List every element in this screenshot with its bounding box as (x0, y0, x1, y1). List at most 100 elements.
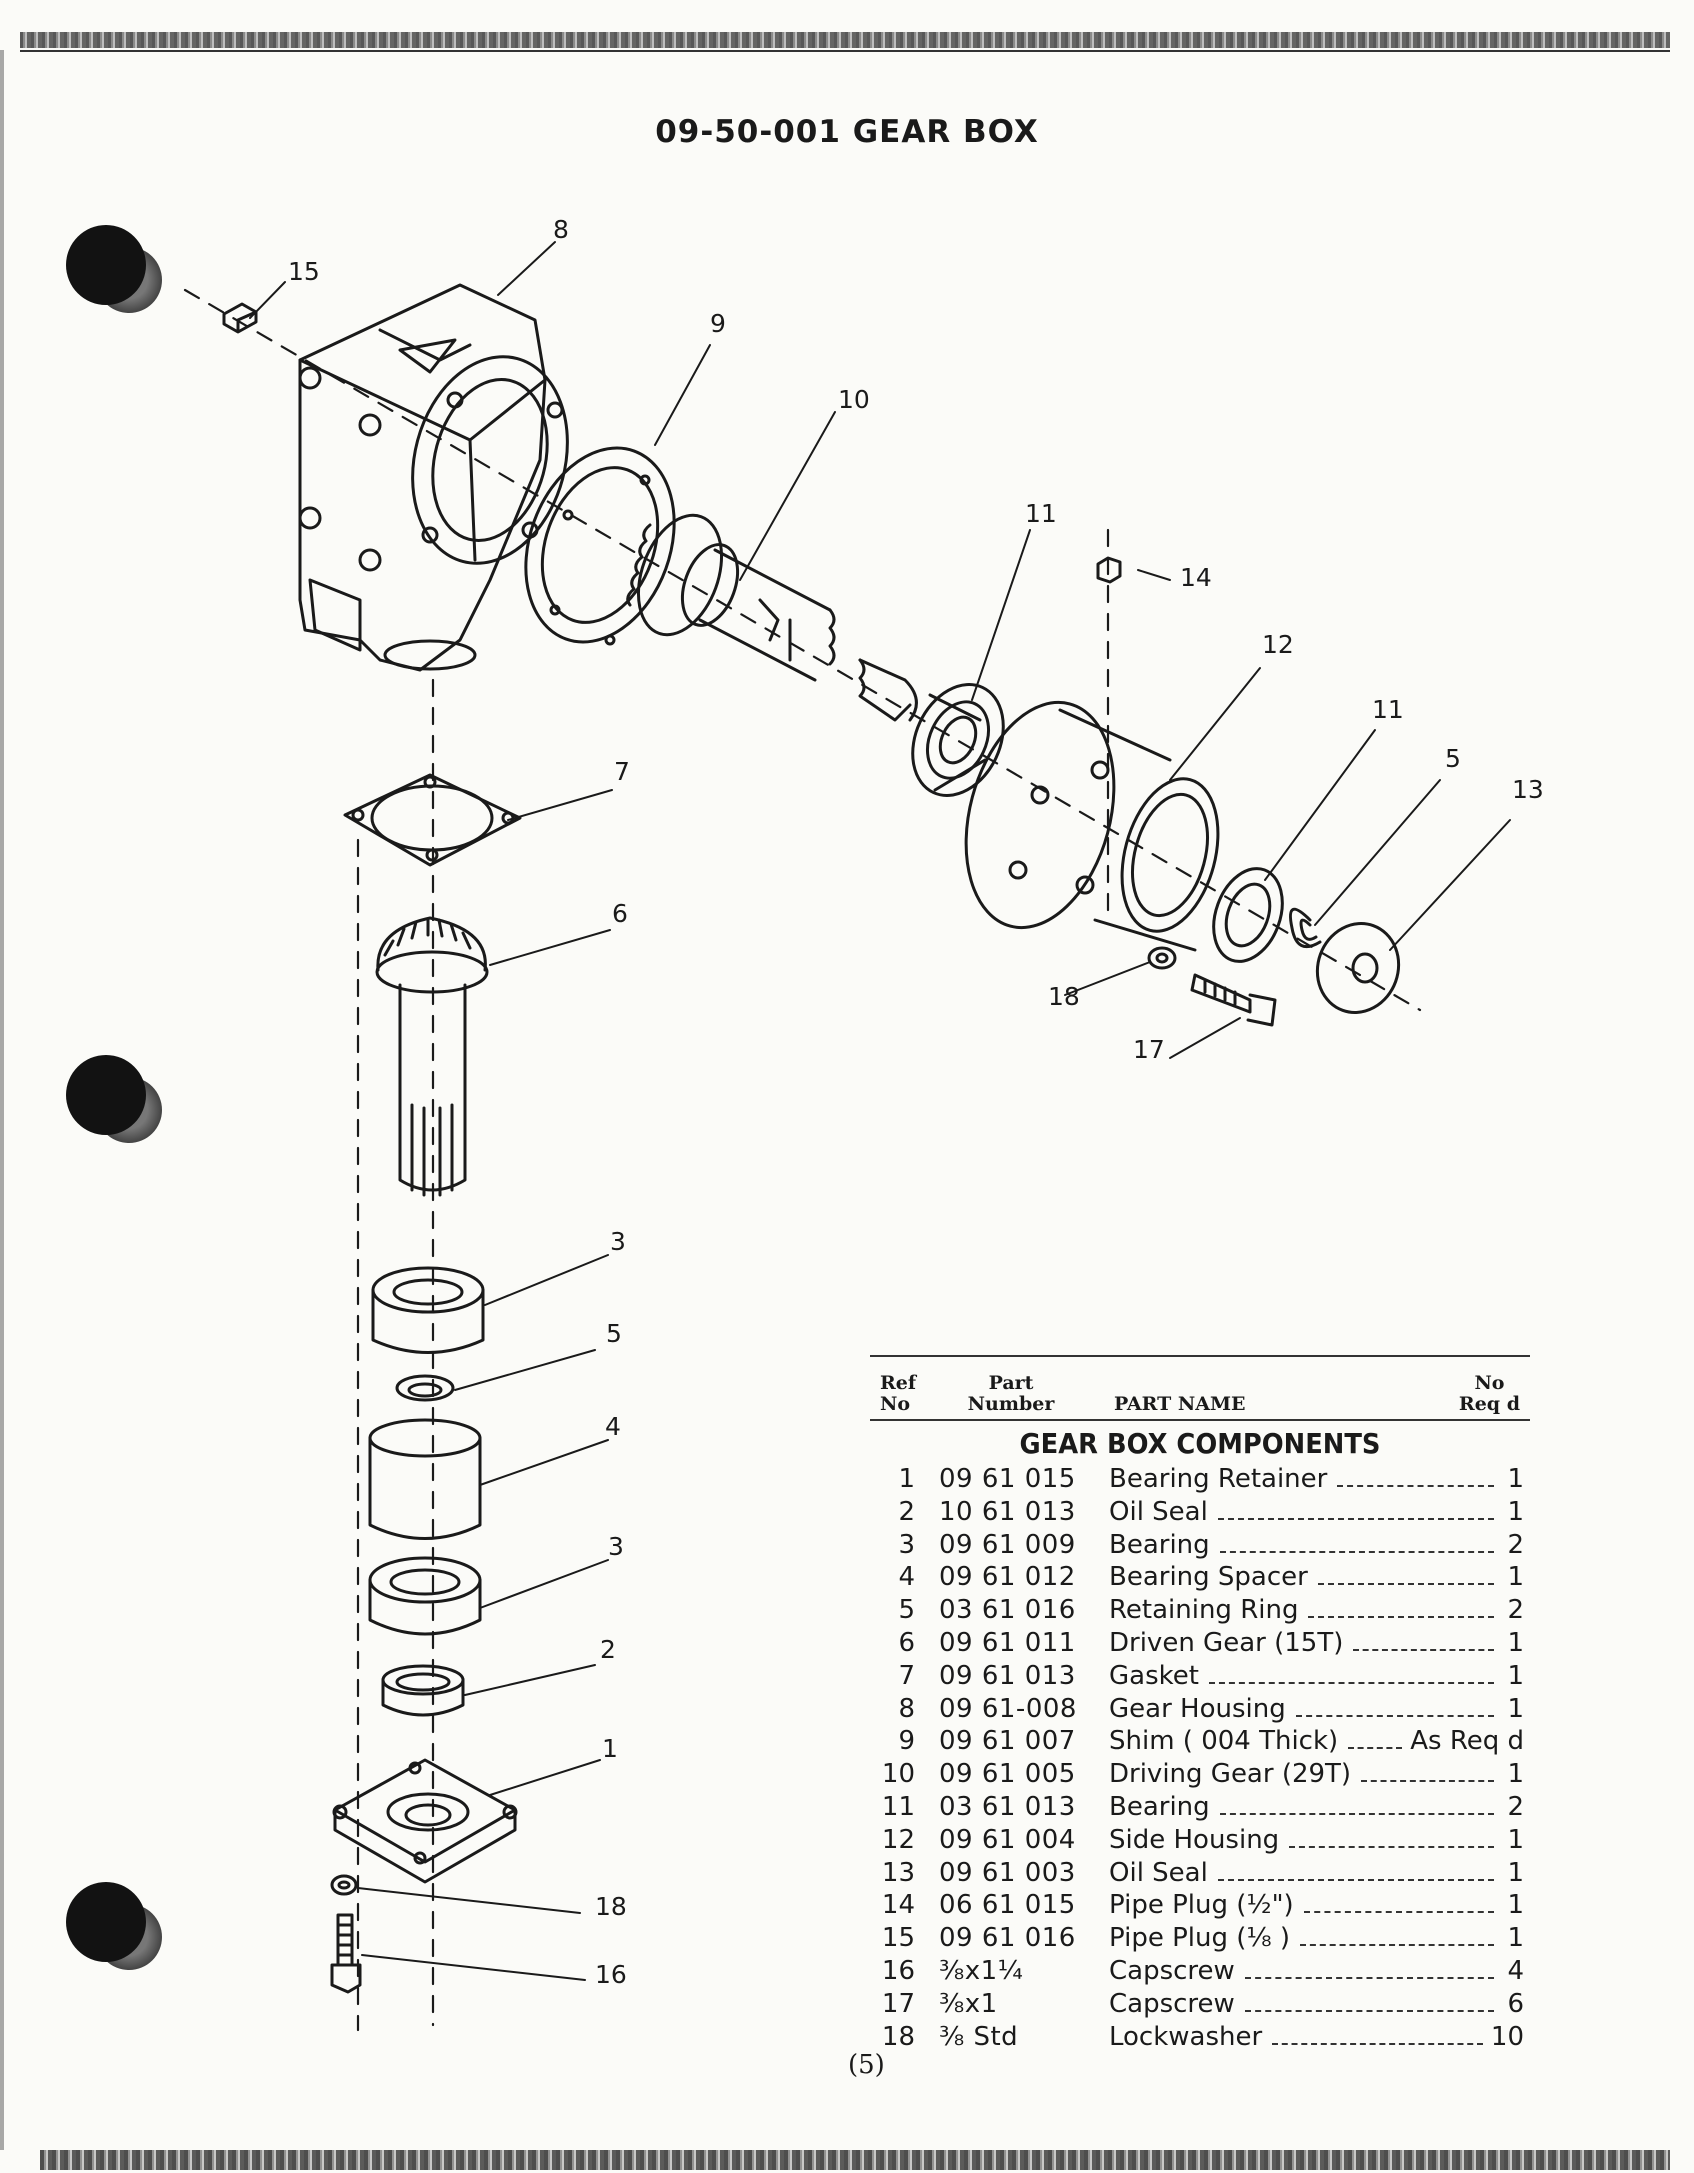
part-number: 09 61 016 (939, 1923, 1076, 1954)
part-name-cell: Capscrew (1109, 1989, 1502, 2019)
callout-4: 4 (605, 1412, 621, 1441)
part-name: Capscrew (1109, 1988, 1235, 2019)
part-name-cell: Driving Gear (29T) (1109, 1759, 1502, 1789)
oil-seal-13 (1315, 922, 1401, 1014)
ref-number: 7 (898, 1660, 915, 1691)
scan-edge-line (20, 50, 1670, 52)
part-name-cell: Oil Seal (1109, 1858, 1502, 1888)
leader-dashes (1272, 2042, 1483, 2045)
part-name-cell: Side Housing (1109, 1825, 1502, 1855)
driven-gear-6 (375, 916, 489, 1197)
retaining-ring-5a (1289, 907, 1322, 949)
quantity: 1 (1507, 1562, 1524, 1593)
callout-15: 15 (288, 257, 320, 286)
leader-dashes (1244, 1976, 1494, 1979)
ref-number: 16 (881, 1955, 915, 1986)
ref-number: 6 (898, 1627, 915, 1658)
lockwasher-18b (330, 1874, 358, 1896)
driving-gear-10 (626, 513, 918, 722)
retaining-ring-5b (395, 1374, 455, 1402)
header-part-name: PART NAME (1114, 1393, 1246, 1415)
capscrew-17 (1190, 973, 1277, 1027)
part-number: 09 61 003 (939, 1857, 1076, 1888)
part-number: 09 61 007 (939, 1726, 1076, 1757)
bearing-11a (911, 683, 1005, 797)
part-name-cell: Gear Housing (1109, 1694, 1502, 1724)
callout-7: 7 (614, 757, 630, 786)
part-number: ⅜x1 (939, 1988, 998, 2019)
callout-3-lower: 3 (608, 1532, 624, 1561)
scan-edge-left (0, 50, 4, 2150)
part-name: Bearing Spacer (1109, 1562, 1308, 1593)
part-name-cell: Retaining Ring (1109, 1595, 1502, 1625)
ref-number: 9 (898, 1726, 915, 1757)
part-name-cell: Driven Gear (15T) (1109, 1628, 1502, 1658)
table-top-rule (870, 1355, 1530, 1357)
quantity: 2 (1507, 1595, 1524, 1626)
part-name-cell: Gasket (1109, 1661, 1502, 1691)
bearing-3a (371, 1266, 485, 1354)
part-number: 09 61 009 (939, 1529, 1076, 1560)
table-row: 9 09 61 007 Shim ( 004 Thick) As Req d (870, 1726, 1530, 1759)
part-number: 09 61 005 (939, 1759, 1076, 1790)
part-name: Shim ( 004 Thick) (1109, 1726, 1339, 1757)
part-name-cell: Bearing (1109, 1530, 1502, 1560)
part-number: 03 61 013 (939, 1791, 1076, 1822)
callout-5-lower: 5 (606, 1319, 622, 1348)
scan-edge-bottom (40, 2150, 1670, 2170)
quantity: 1 (1507, 1923, 1524, 1954)
callout-16: 16 (595, 1960, 627, 1989)
quantity: 6 (1507, 1988, 1524, 2019)
ref-number: 3 (898, 1529, 915, 1560)
part-name: Bearing Retainer (1109, 1464, 1328, 1494)
callout-11-lower: 11 (1372, 695, 1404, 724)
ref-number: 11 (881, 1791, 915, 1822)
quantity: As Req d (1410, 1726, 1524, 1757)
bearing-spacer-4 (368, 1418, 482, 1540)
quantity: 1 (1507, 1857, 1524, 1888)
part-name: Bearing (1109, 1791, 1210, 1822)
quantity: 1 (1507, 1693, 1524, 1724)
shim-9 (524, 446, 676, 646)
leader-dashes (1217, 1517, 1494, 1520)
leader-dashes (1348, 1747, 1403, 1750)
leader-dashes (1353, 1648, 1494, 1651)
capscrew-16 (330, 1913, 362, 1994)
quantity: 1 (1507, 1660, 1524, 1691)
part-name: Oil Seal (1109, 1496, 1208, 1527)
quantity: 2 (1507, 1791, 1524, 1822)
callout-12: 12 (1262, 630, 1294, 659)
quantity: 1 (1507, 1496, 1524, 1527)
quantity: 1 (1507, 1890, 1524, 1921)
leader-dashes (1361, 1780, 1494, 1783)
part-name: Side Housing (1109, 1824, 1280, 1855)
callout-14: 14 (1180, 563, 1212, 592)
leader-dashes (1289, 1845, 1494, 1848)
callout-10: 10 (838, 385, 870, 414)
part-name: Capscrew (1109, 1955, 1235, 1986)
callout-17: 17 (1133, 1035, 1165, 1064)
part-name: Pipe Plug (½") (1109, 1890, 1294, 1921)
quantity: 1 (1507, 1759, 1524, 1790)
leader-dashes (1317, 1583, 1494, 1586)
bearing-retainer-1 (332, 1758, 518, 1884)
part-name-cell: Oil Seal (1109, 1497, 1502, 1527)
part-name: Retaining Ring (1109, 1595, 1299, 1626)
leader-dashes (1219, 1812, 1494, 1815)
